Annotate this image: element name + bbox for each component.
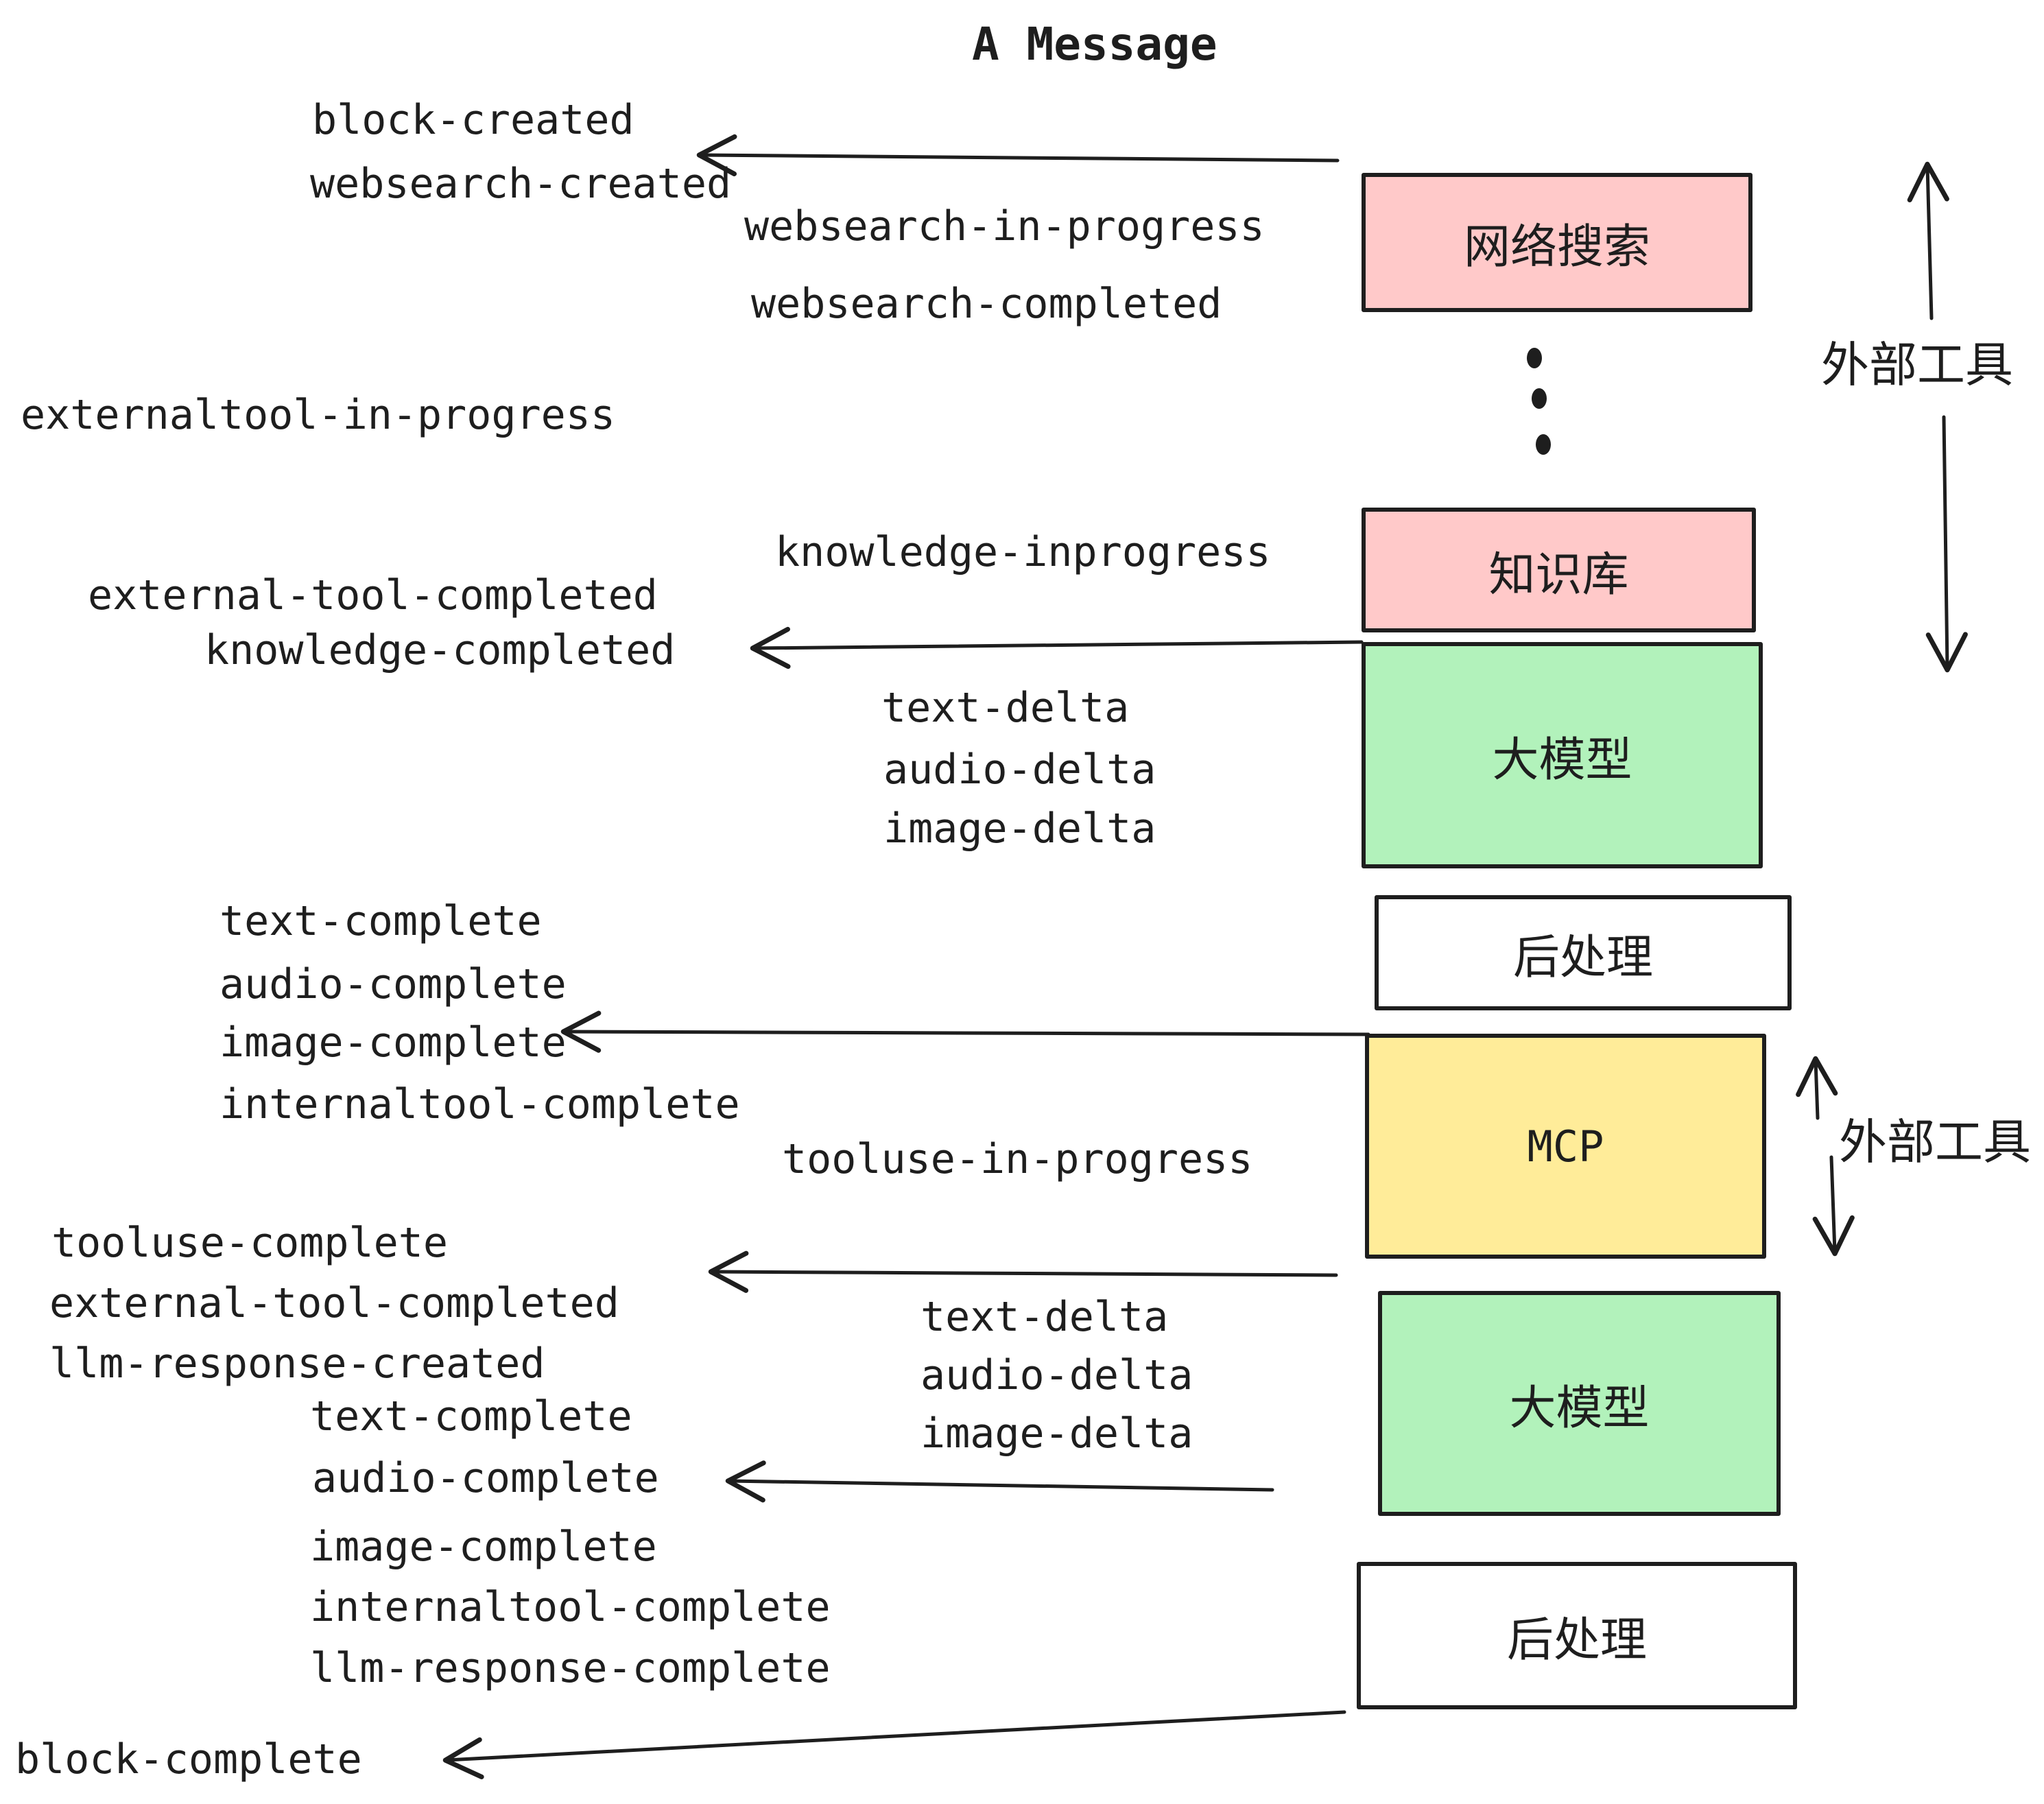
box-llm-1: 大模型 bbox=[1362, 642, 1763, 868]
event-websearch-completed: websearch-completed bbox=[751, 280, 1222, 328]
event-text-complete-1: text-complete bbox=[219, 897, 542, 945]
event-websearch-created: websearch-created bbox=[310, 160, 732, 208]
external-tools-label-2: 外部工具 bbox=[1839, 1115, 2031, 1169]
event-internaltool-complete-2: internaltool-complete bbox=[310, 1583, 831, 1631]
box-websearch-label: 网络搜索 bbox=[1463, 221, 1650, 273]
event-llm-response-created: llm-response-created bbox=[49, 1340, 545, 1388]
arrow-down-external-tools-2-icon bbox=[1812, 1155, 1855, 1257]
event-image-delta-2: image-delta bbox=[920, 1410, 1193, 1458]
arrow-block-complete-icon bbox=[442, 1710, 1346, 1779]
arrow-up-external-tools-1-icon bbox=[1907, 161, 1949, 320]
event-image-complete-2: image-complete bbox=[310, 1523, 657, 1571]
event-image-complete-1: image-complete bbox=[219, 1019, 567, 1067]
box-mcp-label: MCP bbox=[1527, 1121, 1604, 1172]
event-external-tool-completed-2: external-tool-completed bbox=[49, 1279, 619, 1327]
event-llm-response-complete: llm-response-complete bbox=[310, 1644, 831, 1692]
event-externaltool-in-progress: externaltool-in-progress bbox=[21, 391, 615, 439]
box-postprocess-1: 后处理 bbox=[1375, 895, 1792, 1010]
event-image-delta-1: image-delta bbox=[883, 805, 1156, 853]
vertical-ellipsis-icon bbox=[1527, 348, 1551, 455]
arrow-up-external-tools-2-icon bbox=[1796, 1056, 1838, 1120]
box-knowledge-label: 知识库 bbox=[1488, 548, 1629, 601]
arrow-image-complete-icon bbox=[560, 1010, 1370, 1053]
event-external-tool-completed: external-tool-completed bbox=[88, 571, 658, 619]
event-audio-complete-2: audio-complete bbox=[312, 1454, 659, 1502]
box-knowledge: 知识库 bbox=[1362, 508, 1756, 632]
event-text-delta-1: text-delta bbox=[881, 684, 1130, 732]
diagram-title: A Message bbox=[972, 18, 1217, 71]
event-text-delta-2: text-delta bbox=[920, 1293, 1169, 1341]
event-audio-complete-1: audio-complete bbox=[219, 960, 567, 1008]
external-tools-label-1: 外部工具 bbox=[1821, 338, 2013, 392]
event-websearch-in-progress: websearch-in-progress bbox=[744, 202, 1265, 250]
arrow-websearch-to-block-created-icon bbox=[696, 134, 1340, 177]
event-knowledge-inprogress: knowledge-inprogress bbox=[775, 528, 1271, 576]
arrow-down-external-tools-1-icon bbox=[1925, 415, 1968, 673]
event-audio-delta-1: audio-delta bbox=[883, 746, 1156, 794]
box-postprocess-2: 后处理 bbox=[1357, 1562, 1797, 1709]
box-postprocess-2-label: 后处理 bbox=[1506, 1614, 1647, 1666]
arrow-audio-complete-icon bbox=[725, 1460, 1274, 1503]
event-tooluse-complete: tooluse-complete bbox=[51, 1219, 448, 1267]
box-llm-2: 大模型 bbox=[1378, 1291, 1781, 1516]
arrow-knowledge-completed-icon bbox=[750, 626, 1364, 669]
event-audio-delta-2: audio-delta bbox=[920, 1351, 1193, 1399]
event-text-complete-2: text-complete bbox=[310, 1392, 632, 1440]
event-knowledge-completed: knowledge-completed bbox=[204, 626, 676, 674]
event-block-created: block-created bbox=[312, 96, 634, 144]
event-block-complete: block-complete bbox=[15, 1735, 362, 1783]
box-llm-1-label: 大模型 bbox=[1492, 733, 1632, 786]
event-tooluse-in-progress: tooluse-in-progress bbox=[782, 1135, 1253, 1183]
box-mcp: MCP bbox=[1365, 1034, 1766, 1259]
box-llm-2-label: 大模型 bbox=[1509, 1381, 1650, 1434]
box-postprocess-1-label: 后处理 bbox=[1512, 931, 1653, 984]
box-websearch: 网络搜索 bbox=[1362, 173, 1752, 312]
arrow-tooluse-complete-icon bbox=[708, 1250, 1338, 1293]
event-internaltool-complete-1: internaltool-complete bbox=[219, 1080, 740, 1128]
